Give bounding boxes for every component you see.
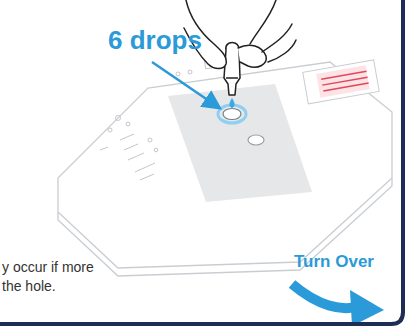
card-plate — [58, 62, 392, 268]
panel-border — [0, 0, 403, 324]
turn-arrow-head — [350, 290, 384, 326]
note-text: y occur if more the hole. — [2, 258, 114, 296]
turn-over-label: Turn Over — [294, 252, 374, 272]
dropper — [224, 43, 240, 96]
second-hole — [248, 135, 264, 145]
red-label — [303, 60, 379, 104]
sample-band — [168, 84, 312, 202]
drop-count-label: 6 drops — [108, 26, 202, 56]
drop — [229, 98, 234, 108]
turn-arrow-shaft — [292, 284, 360, 308]
sample-hole — [223, 109, 241, 120]
leader-arrow — [152, 62, 218, 107]
